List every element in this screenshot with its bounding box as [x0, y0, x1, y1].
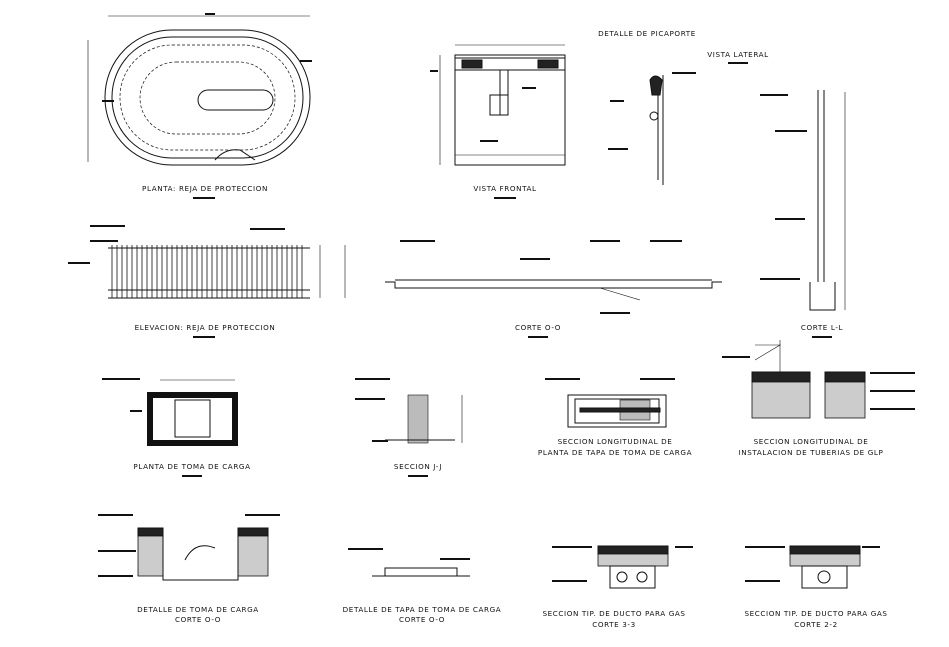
- seccion-jj-drawing: [355, 378, 463, 444]
- title-sec-long-tapa-1: SECCION LONGITUDINAL DE: [558, 437, 673, 446]
- title-ducto22-1: SECCION TIP. DE DUCTO PARA GAS: [744, 609, 887, 618]
- title-det-tapa-1: DETALLE DE TAPA DE TOMA DE CARGA: [343, 605, 502, 614]
- title-sec-long-inst-2: INSTALACION DE TUBERIAS DE GLP: [739, 448, 884, 457]
- title-seccion-jj: SECCION J-J: [394, 462, 442, 471]
- vista-frontal-drawing: [430, 44, 566, 166]
- scale-bar: [494, 197, 516, 199]
- scale-bar: [193, 197, 215, 199]
- title-det-tapa-2: CORTE O-O: [399, 615, 445, 624]
- ducto-33-drawing: [552, 545, 693, 589]
- title-planta-reja: PLANTA: REJA DE PROTECCION: [142, 184, 268, 193]
- title-vista-frontal: VISTA FRONTAL: [473, 184, 536, 193]
- title-ducto22-2: CORTE 2-2: [794, 620, 838, 629]
- corte-oo-drawing: [385, 240, 722, 314]
- elevacion-reja-drawing: [68, 225, 346, 299]
- ducto-22-drawing: [745, 545, 880, 589]
- detalle-tapa-drawing: [348, 548, 470, 577]
- title-detalle-picaporte: DETALLE DE PICAPORTE: [598, 29, 696, 38]
- planta-toma-drawing: [102, 378, 238, 446]
- title-sec-long-tapa-2: PLANTA DE TAPA DE TOMA DE CARGA: [538, 448, 692, 457]
- title-vista-lateral: VISTA LATERAL: [707, 50, 769, 59]
- sec-long-inst-drawing: [722, 340, 915, 419]
- title-corte-ll: CORTE L-L: [801, 323, 843, 332]
- title-ducto33-2: CORTE 3-3: [592, 620, 636, 629]
- corte-ll-drawing: [760, 90, 846, 311]
- title-elevacion-reja: ELEVACION: REJA DE PROTECCION: [135, 323, 276, 332]
- title-corte-oo: CORTE O-O: [515, 323, 561, 332]
- title-ducto33-1: SECCION TIP. DE DUCTO PARA GAS: [542, 609, 685, 618]
- detalle-toma-drawing: [98, 514, 280, 581]
- title-sec-long-inst-1: SECCION LONGITUDINAL DE: [754, 437, 869, 446]
- title-det-toma-1: DETALLE DE TOMA DE CARGA: [137, 605, 259, 614]
- picaporte-drawing: [608, 72, 696, 185]
- title-planta-toma: PLANTA DE TOMA DE CARGA: [133, 462, 250, 471]
- planta-reja-drawing: [87, 13, 312, 166]
- title-det-toma-2: CORTE O-O: [175, 615, 221, 624]
- sec-long-tapa-drawing: [545, 378, 675, 428]
